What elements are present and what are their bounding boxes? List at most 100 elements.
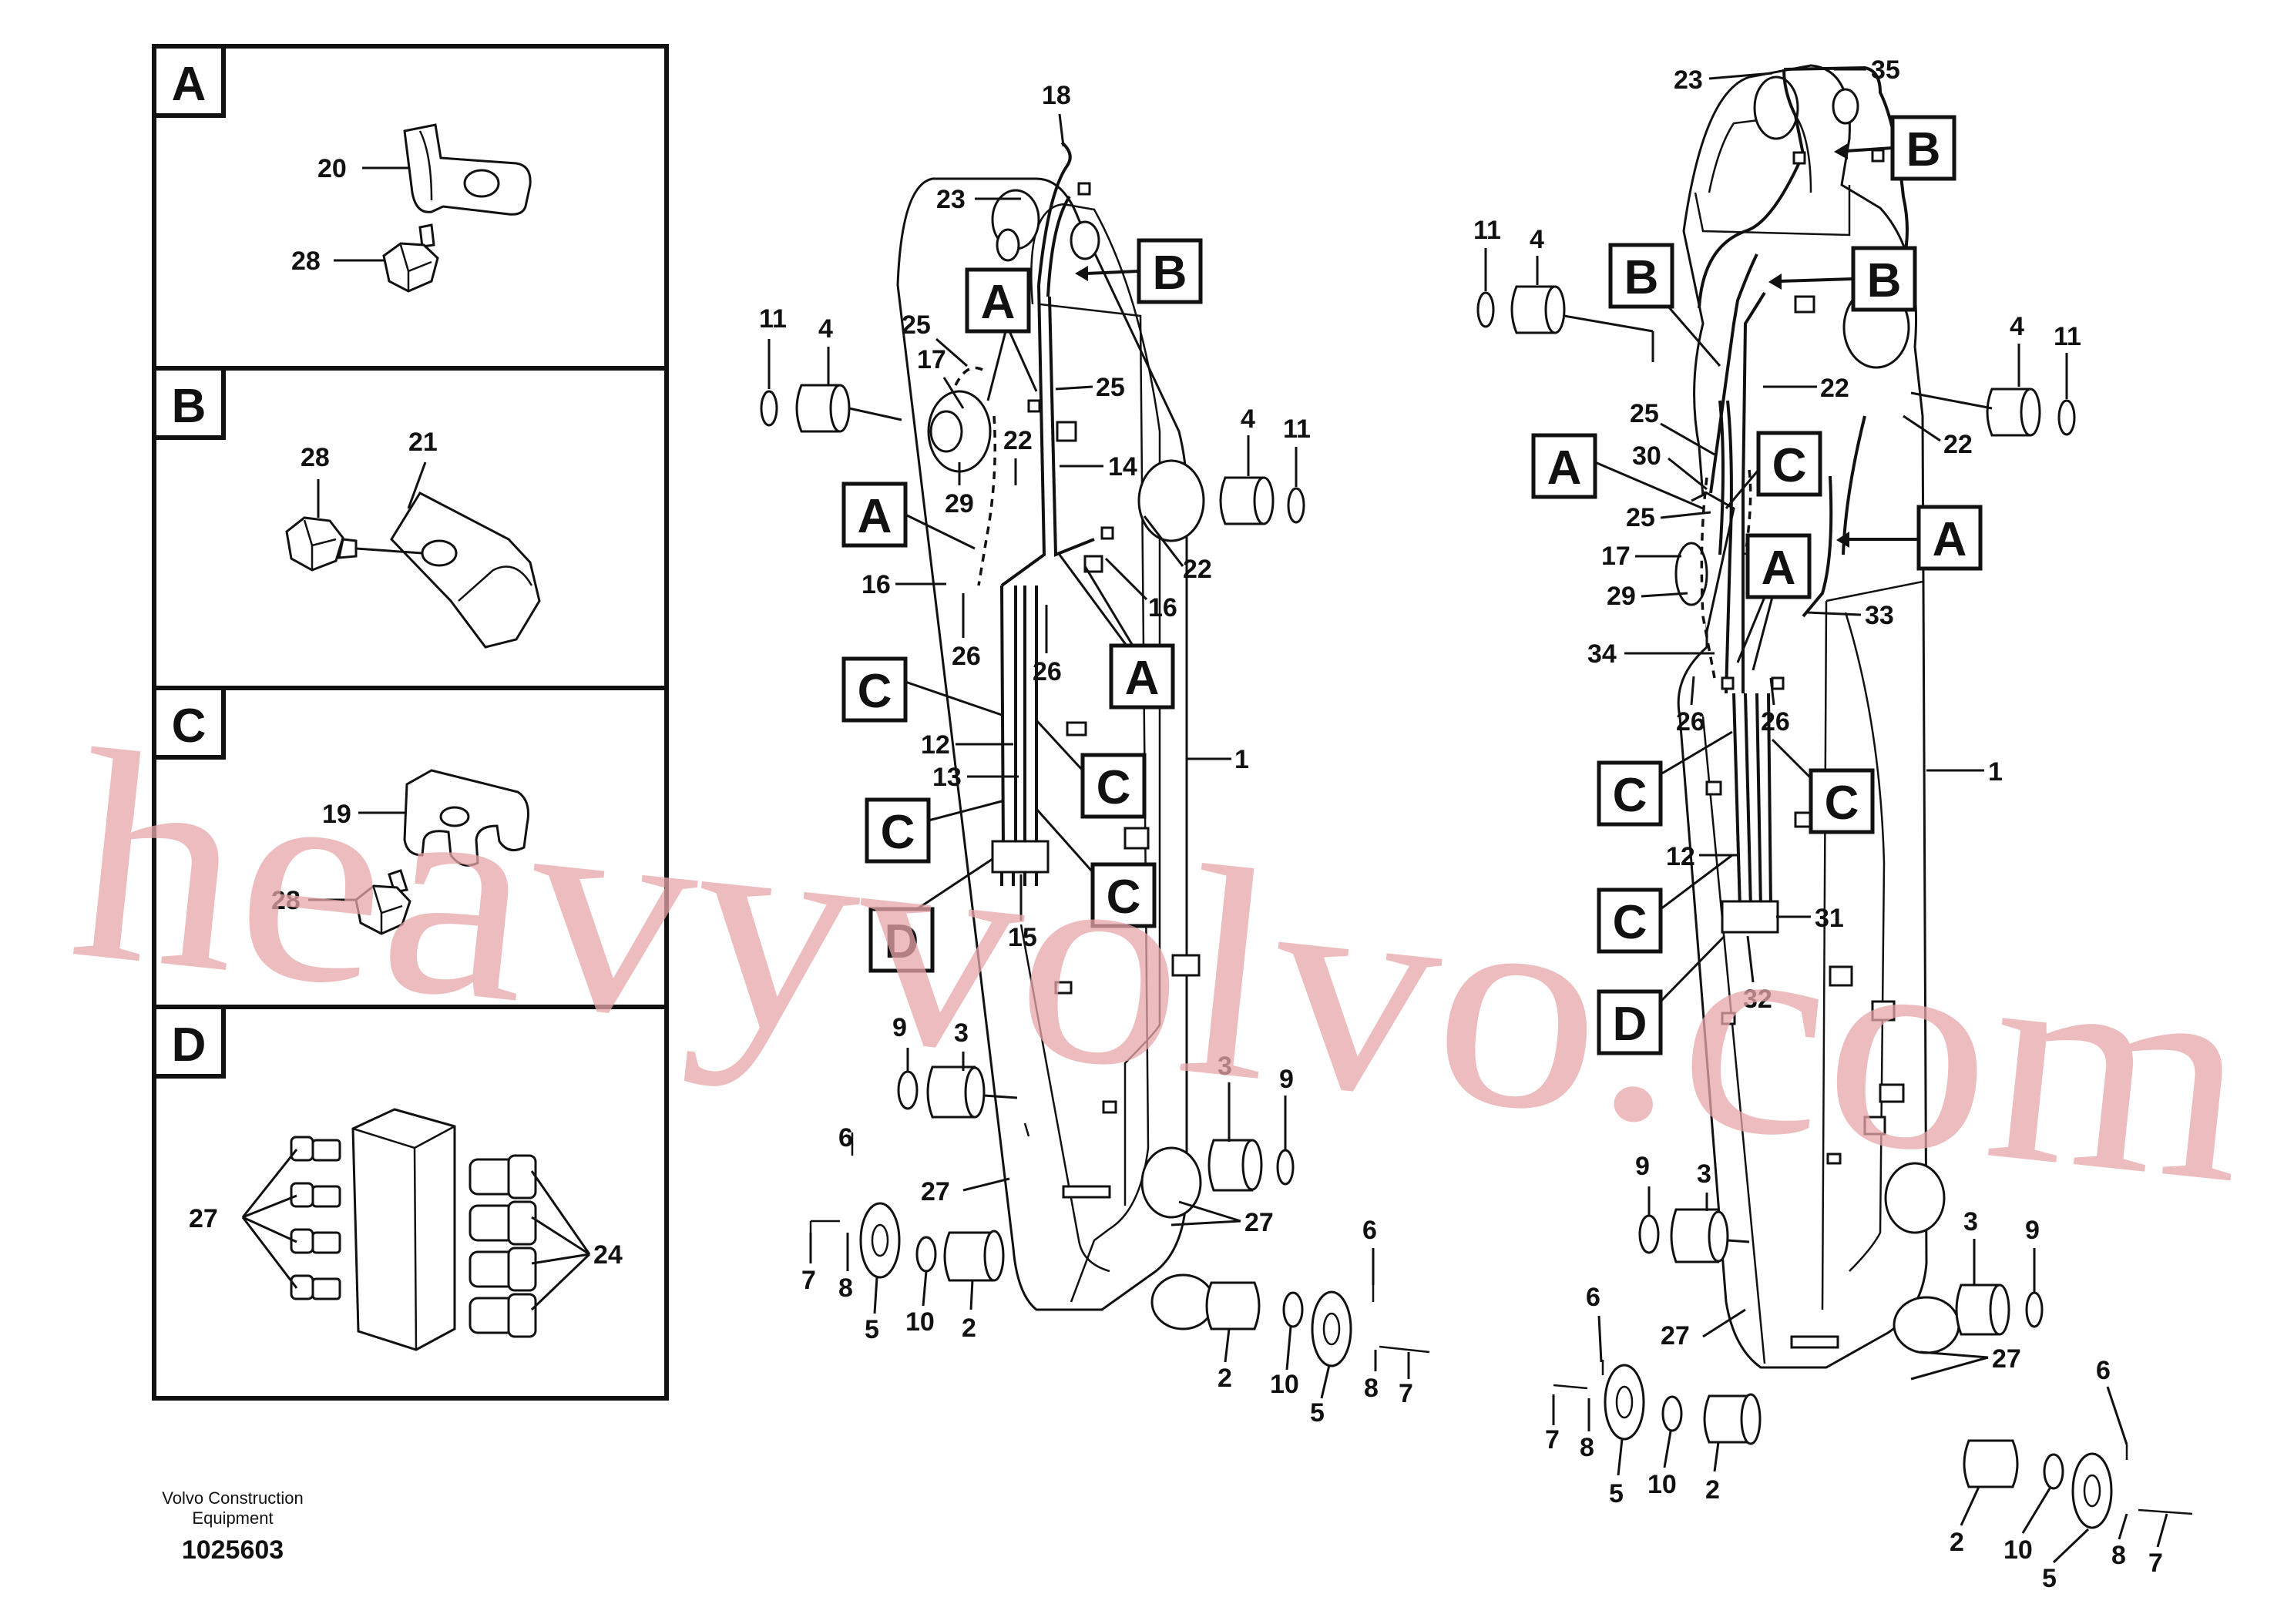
label-part-30: 30: [1632, 441, 1661, 471]
label-part-5: 5: [1310, 1398, 1325, 1428]
detail-panel-c-letter: C: [172, 700, 207, 753]
callout-a-right-center[interactable]: A: [1736, 533, 1812, 671]
detail-panel-b-letter: B: [172, 380, 207, 433]
svg-text:A: A: [1762, 542, 1796, 595]
label-part-3: 3: [954, 1018, 969, 1048]
drawing-number: 1025603: [182, 1535, 284, 1565]
label-part-11: 11: [2054, 322, 2081, 351]
label-part-22: 22: [1943, 430, 1973, 459]
callout-boxes: A B A A C C C: [841, 115, 1983, 1055]
label-part-28: 28: [291, 247, 321, 276]
svg-text:A: A: [1933, 513, 1967, 566]
label-part-8: 8: [1364, 1374, 1379, 1403]
label-part-10: 10: [905, 1307, 935, 1337]
callout-c-right-1[interactable]: C: [1597, 730, 1733, 827]
label-part-32: 32: [1743, 985, 1772, 1014]
svg-text:B: B: [1624, 251, 1659, 304]
detail-panel-a-letter: A: [172, 58, 207, 111]
label-part-7: 7: [1545, 1425, 1560, 1455]
svg-text:C: C: [881, 806, 915, 859]
label-part-23: 23: [936, 185, 966, 214]
label-part-28: 28: [271, 886, 301, 915]
label-part-5: 5: [865, 1315, 879, 1344]
label-part-13: 13: [932, 763, 962, 792]
svg-text:C: C: [1613, 896, 1647, 949]
label-part-33: 33: [1865, 601, 1894, 630]
label-part-35: 35: [1871, 55, 1900, 85]
callout-c-right-3[interactable]: C: [1597, 854, 1733, 954]
label-part-8: 8: [838, 1273, 853, 1303]
callout-c-center-3[interactable]: C: [865, 797, 1003, 864]
label-part-24: 24: [593, 1240, 623, 1270]
label-part-9: 9: [892, 1013, 907, 1042]
callout-c-center-1[interactable]: C: [841, 656, 1003, 723]
label-part-16: 16: [1148, 593, 1177, 622]
callout-b-right-left[interactable]: B: [1608, 243, 1721, 367]
label-part-25: 25: [902, 310, 931, 340]
label-part-9: 9: [2025, 1216, 2040, 1245]
label-part-3: 3: [1218, 1052, 1232, 1081]
company-name-line2: Equipment: [192, 1508, 273, 1528]
detail-panel-a[interactable]: A 20 28: [152, 44, 532, 293]
label-part-7: 7: [2148, 1549, 2163, 1578]
label-part-7: 7: [1399, 1379, 1413, 1408]
callout-d-right[interactable]: D: [1597, 934, 1726, 1055]
label-part-34: 34: [1587, 639, 1617, 669]
label-part-31: 31: [1815, 904, 1844, 933]
label-part-8: 8: [2111, 1541, 2126, 1570]
svg-text:C: C: [1613, 769, 1647, 822]
callout-a-center-top[interactable]: A: [965, 267, 1038, 401]
label-part-26: 26: [1761, 707, 1790, 737]
label-part-6: 6: [1586, 1283, 1600, 1312]
callout-b-right-top[interactable]: B: [1834, 115, 1956, 181]
callout-c-center-4[interactable]: C: [1035, 808, 1157, 928]
svg-text:A: A: [858, 490, 892, 543]
callout-a-right-right[interactable]: A: [1836, 505, 1983, 571]
part-labels-center: 18 23 11 4 25 17 29 22 25 14 4 11 22 16 …: [759, 81, 1413, 1428]
label-part-27: 27: [189, 1204, 218, 1233]
callout-a-center-left[interactable]: A: [841, 481, 976, 550]
detail-panel-d[interactable]: D 2: [152, 1005, 623, 1351]
label-part-3: 3: [1697, 1159, 1711, 1189]
svg-text:C: C: [1107, 871, 1141, 924]
callout-c-right-2[interactable]: C: [1771, 738, 1875, 834]
callout-c-right-top[interactable]: C: [1725, 431, 1822, 509]
label-part-4: 4: [1530, 225, 1544, 254]
callout-a-right-left[interactable]: A: [1531, 433, 1704, 510]
label-part-9: 9: [1279, 1065, 1294, 1094]
label-part-15: 15: [1008, 923, 1037, 952]
label-part-7: 7: [801, 1266, 816, 1295]
svg-text:A: A: [1547, 441, 1582, 495]
part-labels-right: 23 35 11 4 4 11 22 22 25 30 25 17 29 33 …: [1473, 55, 2168, 1593]
svg-text:C: C: [1772, 439, 1807, 492]
svg-text:B: B: [1153, 247, 1187, 300]
label-part-28: 28: [301, 443, 330, 472]
label-part-25: 25: [1096, 373, 1125, 402]
label-part-25: 25: [1630, 399, 1659, 428]
detail-panel-b[interactable]: B 28 21: [152, 366, 541, 649]
svg-text:C: C: [858, 665, 892, 718]
label-part-18: 18: [1042, 81, 1071, 110]
callout-a-center-right[interactable]: A: [1058, 554, 1175, 710]
callout-b-right-right[interactable]: B: [1768, 246, 1917, 312]
label-part-6: 6: [2096, 1356, 2111, 1385]
svg-text:C: C: [1097, 761, 1131, 814]
label-part-26: 26: [952, 642, 981, 671]
callout-b-center[interactable]: B: [1075, 238, 1203, 304]
callout-d-center[interactable]: D: [868, 857, 993, 973]
label-part-6: 6: [838, 1123, 853, 1153]
company-name-line1: Volvo Construction: [162, 1488, 303, 1508]
detail-panels: A 20 28 B: [152, 44, 669, 1401]
callout-c-center-2[interactable]: C: [1035, 719, 1147, 819]
svg-text:B: B: [1867, 254, 1902, 307]
label-part-4: 4: [818, 314, 833, 344]
right-pins-bushings: [1476, 285, 2193, 1529]
label-part-5: 5: [1609, 1479, 1624, 1508]
label-part-3: 3: [1963, 1207, 1978, 1236]
detail-panel-c[interactable]: C 19 28: [152, 686, 529, 935]
label-part-4: 4: [2010, 312, 2024, 341]
label-part-25: 25: [1626, 503, 1655, 532]
label-part-22: 22: [1820, 374, 1849, 403]
